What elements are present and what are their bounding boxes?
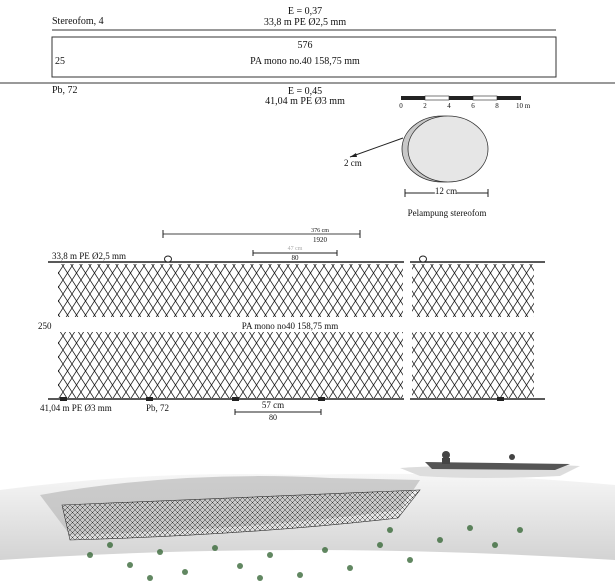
scale-tick: 6 xyxy=(471,102,475,110)
depth-meshes: 25 xyxy=(55,56,65,67)
head-rope-spec: 33,8 m PE Ø2,5 mm xyxy=(263,17,347,28)
float-thickness: 2 cm xyxy=(344,158,362,168)
net-drawing xyxy=(48,230,545,415)
sinker-spacing-meshes: 80 xyxy=(269,413,277,422)
scale-tick: 10 m xyxy=(516,102,531,110)
fishing-scene-illustration xyxy=(0,451,615,581)
sinker-label: Pb, 72 xyxy=(52,85,78,96)
scale-bar xyxy=(401,95,521,101)
float-caption: Pelampung stereofom xyxy=(407,208,487,218)
float-spacing-cm: 376 cm xyxy=(311,228,329,234)
float-icon xyxy=(349,115,489,197)
netting-spec: PA mono no.40 158,75 mm xyxy=(250,56,360,67)
section-meshes: 80 xyxy=(291,254,299,262)
float-spacing-meshes: 1920 xyxy=(313,236,327,244)
net-head-rope: 33,8 m PE Ø2,5 mm xyxy=(52,251,127,261)
scale-tick: 2 xyxy=(423,102,427,110)
float-count-label: Stereofom, 4 xyxy=(52,16,104,27)
scale-tick: 4 xyxy=(447,102,451,110)
float-diameter: 12 cm xyxy=(434,186,458,197)
sinker-spacing-cm: 57 cm xyxy=(261,400,285,410)
section-cm: 47 cm xyxy=(287,246,303,252)
ground-rope-spec: 41,04 m PE Ø3 mm xyxy=(265,96,345,107)
netting-panel xyxy=(51,36,557,78)
net-depth: 250 xyxy=(38,321,52,331)
mesh-count: 576 xyxy=(297,40,313,51)
net-ground-rope: 41,04 m PE Ø3 mm xyxy=(40,403,112,413)
scale-tick: 8 xyxy=(495,102,499,110)
net-netting: PA mono no40 158,75 mm xyxy=(241,321,339,331)
net-sinker: Pb, 72 xyxy=(146,403,170,413)
scale-tick: 0 xyxy=(399,102,403,110)
head-rope-e: E = 0,37 xyxy=(287,6,323,17)
ground-rope-e: E = 0,45 xyxy=(287,86,323,97)
